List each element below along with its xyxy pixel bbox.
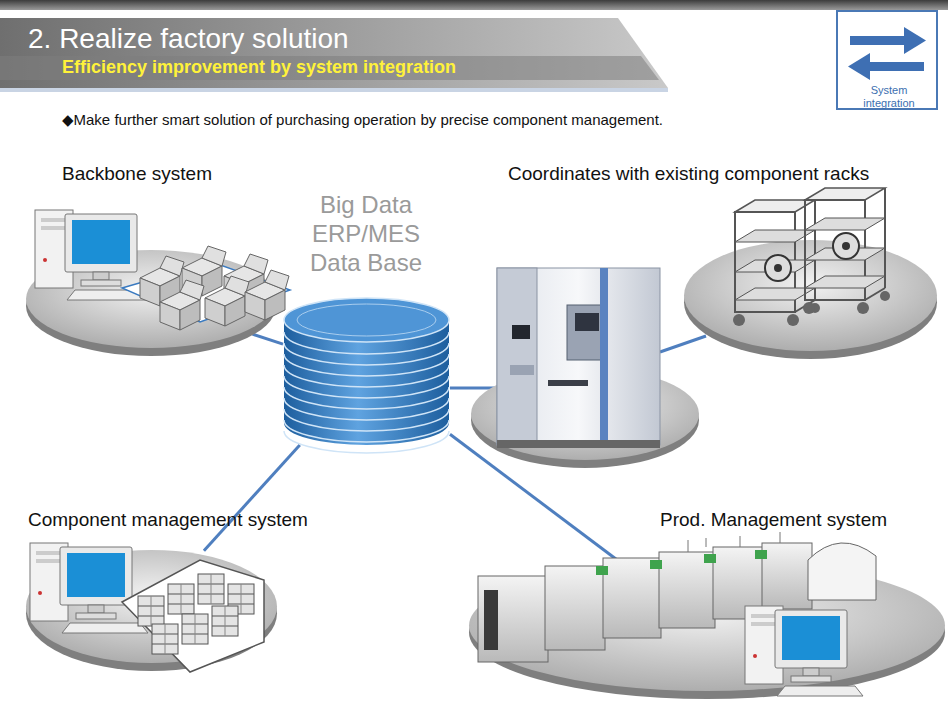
top-bar [0, 0, 948, 10]
cylinder-stripe [284, 343, 449, 365]
cylinder-top [284, 298, 449, 342]
band-underline [0, 88, 668, 92]
platform-heading: Coordinates with existing component rack… [508, 162, 869, 185]
platform-heading: Component management system [28, 508, 308, 531]
wire-to-machine [450, 336, 706, 388]
platform-ellipse [683, 235, 938, 360]
platform-ellipse [25, 245, 277, 357]
system-integration-icon: System integration [836, 10, 938, 110]
platform-top [469, 560, 945, 691]
cylinder-stripe [284, 420, 449, 442]
slide-subtitle: Efficiency improvement by system integra… [62, 56, 456, 78]
platform-ellipse [25, 545, 278, 672]
database-label: Big Data ERP/MES Data Base [301, 190, 431, 277]
bullet-note: ◆Make further smart solution of purchasi… [62, 110, 663, 129]
cylinder-stripe [284, 354, 449, 376]
connector-line [204, 445, 300, 551]
database-shape [283, 298, 450, 445]
database-cylinder: Big Data ERP/MES Data Base [283, 298, 450, 445]
backbone-platform: Backbone system [25, 245, 277, 357]
cylinder-stripe [284, 376, 449, 398]
cylinder-stripe [284, 398, 449, 420]
platform-heading: Prod. Management system [660, 508, 887, 531]
cylinder-stripe [284, 431, 449, 453]
connector-line [252, 334, 283, 344]
storage-machine [497, 268, 660, 448]
production-platform: Prod. Management system [468, 555, 946, 700]
platform-heading: Backbone system [62, 162, 212, 185]
slide-title: 2. Realize factory solution [28, 23, 349, 55]
cylinder-stripe [284, 387, 449, 409]
platform-ellipse [468, 555, 946, 700]
platform-top [26, 250, 276, 348]
racks-platform: Coordinates with existing component rack… [683, 235, 938, 360]
icon-caption: System integration [854, 84, 924, 110]
cylinder-top-ring [297, 304, 436, 336]
component-platform: Component management system [25, 545, 278, 672]
platform-top [684, 240, 937, 351]
connector-line [450, 434, 618, 560]
cylinder-stripe [284, 409, 449, 431]
title-band [0, 18, 668, 88]
platform-top [26, 550, 277, 663]
cylinder-stripe [284, 365, 449, 387]
subtitle-stripe [0, 56, 659, 80]
center-platform [471, 368, 699, 468]
